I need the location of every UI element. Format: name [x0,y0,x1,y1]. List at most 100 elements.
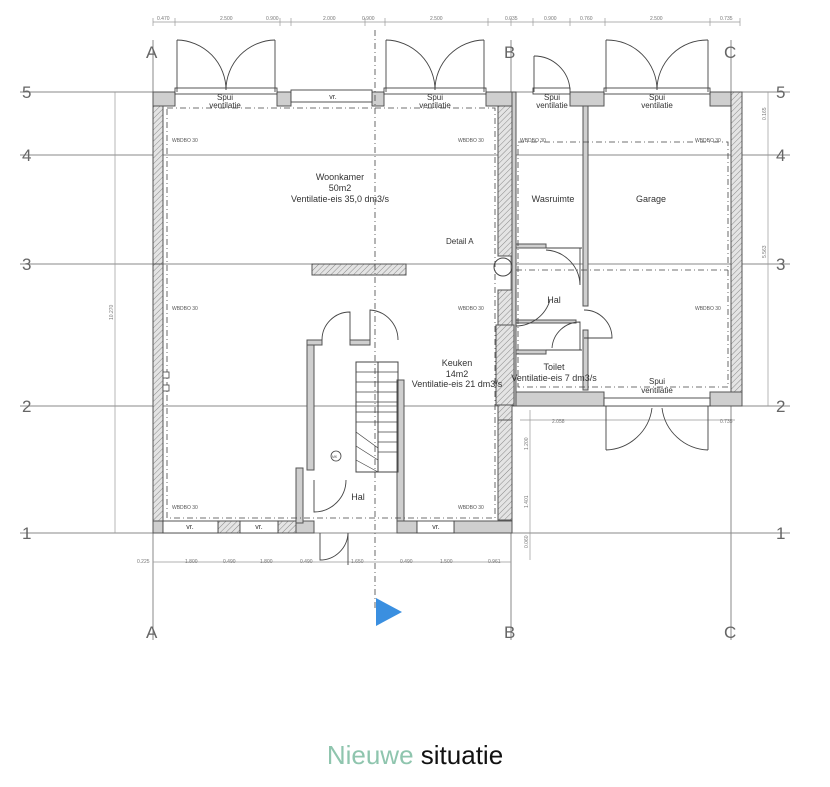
spui-labels: Spui ventilatie Spui ventilatie Spui ven… [209,93,673,395]
grid-label-5-left: 5 [22,83,31,102]
grid-label-3-left: 3 [22,255,31,274]
dim-bottom-3: 1.800 [260,559,273,565]
walls [152,91,743,534]
staircase [355,361,399,473]
grid-label-3-right: 3 [776,255,785,274]
meter-icon [330,450,342,462]
garage-name: Garage [636,194,666,204]
dim-top-8: 0.760 [580,16,593,22]
ventilatie-label-4: ventilatie [641,101,673,110]
dim-top-6: 0.035 [505,16,518,22]
vent-box-1 [162,371,170,379]
entry-arrow-icon [376,598,402,626]
grid-label-1-left: 1 [22,524,31,543]
keuken-vent: Ventilatie-eis 21 dm3/s [412,379,503,389]
dim-bottom-6: 0.490 [400,559,413,565]
grid-labels: A B C A B C 5 4 3 2 1 5 4 3 2 1 [22,43,785,642]
dimensions-top: 0.470 2.500 0.900 2.000 0.900 2.500 0.03… [152,16,741,26]
dim-bottom-8: 0.961 [488,559,501,565]
ventilatie-label-2: ventilatie [419,101,451,110]
grid-label-2-left: 2 [22,397,31,416]
grid-label-c-top: C [724,43,736,62]
grid-label-a-bottom: A [146,623,158,642]
grid-label-b-top: B [504,43,515,62]
woonkamer-vent: Ventilatie-eis 35,0 dm3/s [291,194,390,204]
dim-top-9: 2.500 [650,16,663,22]
wbdbo-label-6: WBDBO 30 [458,306,484,312]
grid-lines [20,40,790,640]
hal-upper-name: Hal [547,295,561,305]
toilet-name: Toilet [543,362,565,372]
fire-zone-lines [166,30,729,610]
grid-label-2-right: 2 [776,397,785,416]
dim-top-10: 0.735 [720,16,733,22]
vr-label-bottom-3: vr. [432,524,439,531]
dim-vertical-mid-0: 1.200 [524,437,530,450]
dim-right-mid-0: 2.058 [552,419,565,425]
dim-right-mid-1: 0.735 [720,419,733,425]
wbdbo-label-7: WBDBO 30 [695,306,721,312]
wbdbo-label-3: WBDBO 30 [520,138,546,144]
dim-vertical-mid-1: 1.401 [524,495,530,508]
spui-label-4: Spui [649,93,665,102]
spui-label-5: Spui [649,377,665,386]
dim-bottom-4: 0.490 [300,559,313,565]
dim-top-0: 0.470 [157,16,170,22]
vr-label-top: vr. [329,94,336,101]
dim-vertical-left: 10.270 [109,304,115,320]
top-doors [174,39,711,103]
ventilatie-label-1: ventilatie [209,101,241,110]
dimensions-vertical: 10.270 0.165 5.563 1.200 1.401 0.060 2.0… [109,92,769,560]
grid-label-a-top: A [146,43,158,62]
caption-accent: Nieuwe [326,740,414,770]
wbdbo-label-4: WBDBO 30 [695,138,721,144]
dim-bottom-0: 0.225 [137,559,150,565]
bottom-windows [162,520,455,534]
dim-top-2: 0.900 [266,16,279,22]
vr-labels: vr. vr. vr. vr. [186,94,439,531]
grid-label-c-bottom: C [724,623,736,642]
dim-top-5: 2.500 [430,16,443,22]
dimensions-bottom: 0.225 1.800 0.490 1.800 0.490 1.650 0.49… [137,559,511,565]
dim-top-3: 2.000 [323,16,336,22]
ventilatie-label-3: ventilatie [536,101,568,110]
dim-top-7: 0.900 [544,16,557,22]
dim-vertical-right: 5.563 [762,245,768,258]
dim-top-4: 0.900 [362,16,375,22]
dim-bottom-7: 1.500 [440,559,453,565]
wbdbo-labels: WBDBO 30 WBDBO 30 WBDBO 30 WBDBO 30 WBDB… [172,138,721,511]
spui-label-3: Spui [544,93,560,102]
spui-label-2: Spui [427,93,443,102]
wbdbo-label-2: WBDBO 30 [458,138,484,144]
detail-a-marker [493,257,513,277]
caption-rest: situatie [420,740,504,770]
dim-vertical-right-top: 0.165 [762,107,768,120]
dim-bottom-5: 1.650 [351,559,364,565]
vent-box-2 [162,384,170,392]
ventilatie-label-5: ventilatie [641,386,673,395]
dim-vertical-mid-2: 0.060 [524,535,530,548]
grid-label-4-left: 4 [22,146,31,165]
dim-bottom-2: 0.490 [223,559,236,565]
dim-bottom-1: 1.800 [185,559,198,565]
vr-label-bottom-2: vr. [255,524,262,531]
detail-a-label: Detail A [446,237,474,246]
room-labels: Woonkamer 50m2 Ventilatie-eis 35,0 dm3/s… [291,172,666,502]
wasruimte-name: Wasruimte [532,194,575,204]
grid-label-5-right: 5 [776,83,785,102]
keuken-name: Keuken [442,358,473,368]
wbdbo-label-8: WBDBO 30 [172,505,198,511]
woonkamer-name: Woonkamer [316,172,364,182]
dim-top-1: 2.500 [220,16,233,22]
toilet-vent: Ventilatie-eis 7 dm3/s [511,373,597,383]
hal-lower-name: Hal [351,492,365,502]
inner-doors [313,247,613,565]
wbdbo-label-9: WBDBO 30 [458,505,484,511]
wbdbo-label-5: WBDBO 30 [172,306,198,312]
grid-label-4-right: 4 [776,146,785,165]
spui-label-1: Spui [217,93,233,102]
wbdbo-label-1: WBDBO 30 [172,138,198,144]
garage-bottom-doors [603,397,711,451]
grid-label-b-bottom: B [504,623,515,642]
